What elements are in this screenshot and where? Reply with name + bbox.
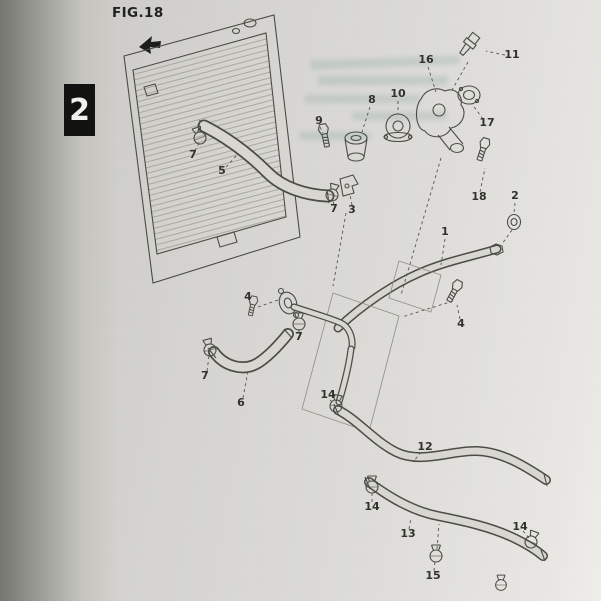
temp-sensor-11	[459, 31, 481, 57]
callout-4-right: 4	[457, 317, 465, 330]
radiator-filler-cap	[243, 18, 257, 28]
callout-17: 17	[479, 116, 494, 129]
callout-14-hose13: 14	[364, 500, 380, 513]
clamp-15	[429, 544, 443, 563]
callout-7-radiator: 7	[189, 148, 197, 161]
callout-12: 12	[417, 440, 432, 453]
callout-7-pipe: 7	[295, 330, 303, 343]
radiator-bracket	[216, 231, 238, 248]
callout-4-left: 4	[244, 290, 252, 303]
callout-8: 8	[368, 93, 376, 106]
callout-9: 9	[315, 114, 323, 127]
radiator-bracket	[143, 83, 159, 97]
gasket-17	[457, 85, 481, 105]
hose-1	[333, 243, 504, 333]
figure-arrow-icon	[139, 36, 161, 54]
callout-15: 15	[425, 569, 440, 582]
page-showthrough-smudge	[352, 112, 447, 120]
thermostat-10	[383, 113, 413, 143]
callout-11: 11	[504, 48, 519, 61]
bracket-plate-frame	[388, 260, 442, 313]
leader-lines	[194, 50, 530, 572]
hose-union-fitting	[489, 243, 504, 256]
section-tab-number: 2	[69, 92, 90, 128]
bolt-18	[474, 136, 492, 163]
hose-6	[207, 328, 294, 374]
page-showthrough-smudge	[305, 95, 420, 103]
page-showthrough-smudge	[300, 132, 370, 140]
callout-7-hose6: 7	[201, 369, 209, 382]
callout-14-right: 14	[512, 520, 528, 533]
clamp-bottom-right	[495, 574, 507, 591]
bracket-3	[339, 174, 359, 197]
callout-13: 13	[400, 527, 415, 540]
page-binding-shadow	[0, 0, 118, 601]
figure-title: FIG.18	[112, 5, 164, 21]
callout-14-hose12: 14	[320, 388, 336, 401]
water-pipe	[290, 303, 356, 406]
callout-7-hose5: 7	[330, 202, 338, 215]
callout-18: 18	[471, 190, 486, 203]
callout-10: 10	[390, 87, 406, 100]
callout-6: 6	[237, 396, 245, 409]
section-tab: 2	[64, 84, 95, 136]
radiator	[123, 14, 301, 284]
hose-12	[333, 403, 551, 487]
bolt-4-right	[443, 278, 465, 305]
thermostat-housing-16	[416, 88, 465, 154]
callout-5: 5	[218, 164, 226, 177]
water-inlet-cap-8	[344, 131, 368, 162]
page-showthrough-smudge	[318, 76, 448, 85]
callout-16: 16	[418, 53, 434, 66]
callout-2: 2	[511, 189, 519, 202]
washer-2	[506, 213, 522, 231]
callout-1: 1	[441, 225, 449, 238]
hose-13	[364, 476, 548, 562]
callout-3: 3	[348, 203, 356, 216]
